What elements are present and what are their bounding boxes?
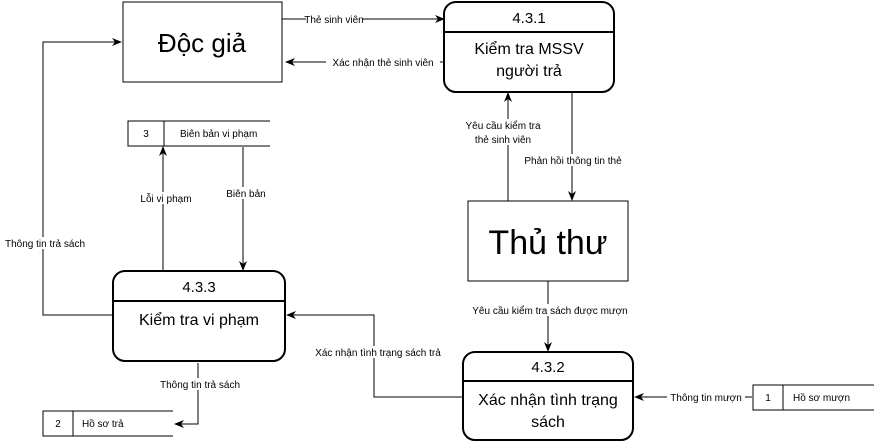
entity-thu-thu-label: Thủ thư bbox=[488, 224, 607, 262]
label-xac-nhan-the: Xác nhận thẻ sinh viên bbox=[332, 58, 433, 69]
process-4-3-3-name: Kiểm tra vi phạm bbox=[139, 311, 259, 329]
label-thong-tin-tra-sach-left: Thông tin trả sách bbox=[5, 239, 85, 250]
process-4-3-3[interactable]: 4.3.3 Kiểm tra vi phạm bbox=[112, 270, 286, 362]
label-thong-tin-tra-sach-bottom: Thông tin trả sách bbox=[160, 380, 240, 391]
label-phan-hoi: Phản hồi thông tin thẻ bbox=[524, 155, 622, 167]
process-4-3-1-id: 4.3.1 bbox=[512, 10, 545, 27]
store-3-name: Biên bản vi phạm bbox=[180, 129, 257, 140]
store-2-num: 2 bbox=[55, 419, 61, 430]
label-loi-vi-pham: Lỗi vi phạm bbox=[140, 192, 191, 205]
label-thong-tin-muon: Thông tin mượn bbox=[670, 393, 742, 404]
store-1-num: 1 bbox=[765, 393, 771, 404]
entity-doc-gia[interactable]: Độc giả bbox=[122, 1, 283, 83]
process-4-3-1[interactable]: 4.3.1 Kiểm tra MSSV người trả bbox=[443, 1, 615, 93]
label-yeu-cau-sach-muon: Yêu cầu kiểm tra sách được mượn bbox=[472, 305, 627, 317]
label-yeu-cau-kiem-tra-2: thẻ sinh viên bbox=[475, 135, 531, 146]
entity-doc-gia-label: Độc giả bbox=[158, 28, 247, 58]
store-ho-so-muon[interactable]: 1 Hồ sơ mượn bbox=[752, 384, 874, 411]
label-xac-nhan-tinh-trang: Xác nhận tình trạng sách trả bbox=[315, 348, 441, 359]
process-4-3-1-name-1: Kiểm tra MSSV bbox=[474, 40, 584, 58]
flow-thong-tin-tra-sach-bottom-line bbox=[174, 363, 199, 428]
label-bien-ban: Biên bản bbox=[226, 189, 265, 200]
label-the-sinh-vien: Thẻ sinh viên bbox=[304, 15, 363, 26]
flow-thong-tin-tra-sach-left-line bbox=[42, 38, 122, 316]
entity-thu-thu[interactable]: Thủ thư bbox=[467, 200, 629, 282]
store-1-name: Hồ sơ mượn bbox=[793, 392, 850, 404]
store-3-num: 3 bbox=[143, 129, 149, 140]
process-4-3-2-name-1: Xác nhận tình trạng bbox=[478, 392, 618, 409]
store-2-name: Hồ sơ trả bbox=[82, 418, 124, 430]
process-4-3-2[interactable]: 4.3.2 Xác nhận tình trạng sách bbox=[462, 351, 634, 441]
store-ho-so-tra[interactable]: 2 Hồ sơ trả bbox=[42, 410, 173, 437]
process-4-3-3-id: 4.3.3 bbox=[182, 279, 215, 296]
label-yeu-cau-kiem-tra-1: Yêu cầu kiểm tra bbox=[465, 120, 540, 132]
process-4-3-2-name-2: sách bbox=[531, 414, 565, 431]
store-bien-ban-vi-pham[interactable]: 3 Biên bản vi phạm bbox=[127, 120, 270, 147]
process-4-3-2-id: 4.3.2 bbox=[531, 359, 564, 376]
process-4-3-1-name-2: người trả bbox=[496, 63, 562, 80]
